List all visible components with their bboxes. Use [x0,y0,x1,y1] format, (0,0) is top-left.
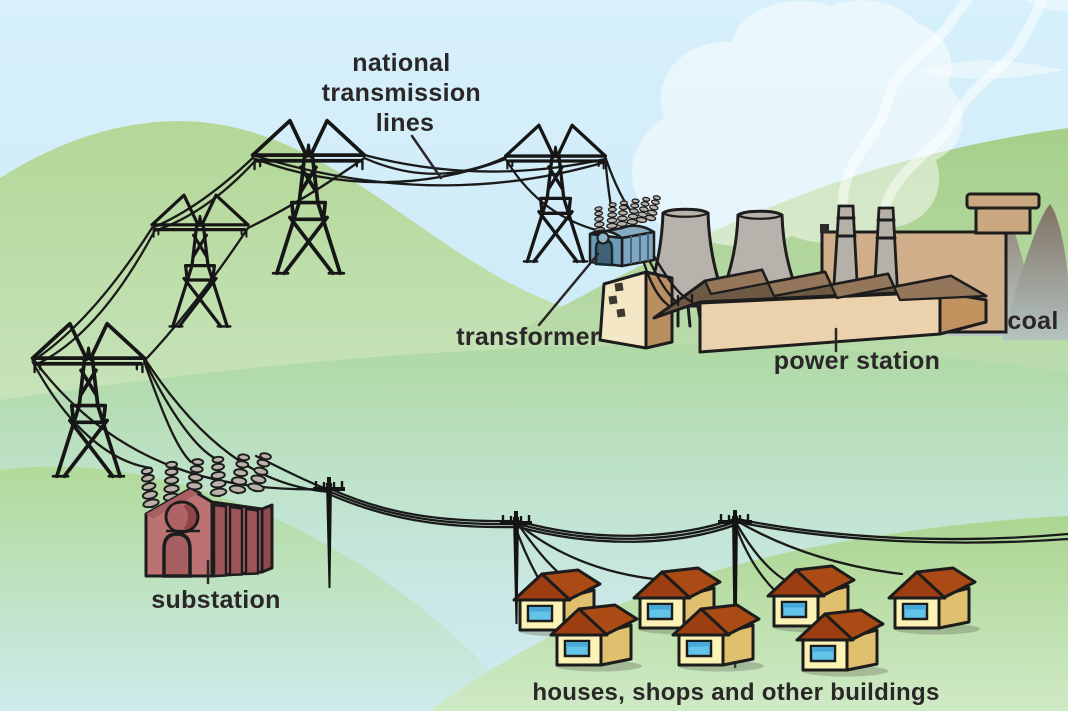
substation-panels [212,503,260,578]
main-boiler-building [652,268,988,354]
chimney-smoke-2 [881,0,1047,209]
power-station-illustration [598,192,1041,354]
substation-illustration [134,449,274,578]
rooftop-tank [965,192,1041,235]
sawtooth-roof-tops [703,268,988,302]
chimney-smoke-1 [837,0,973,213]
label-houses: houses, shops and other buildings [532,679,939,706]
auxiliary-building [598,270,674,350]
coal-mound-right [1002,204,1068,340]
hill-bottom-left [0,466,520,711]
transformer-illustration [588,193,662,268]
label-coal: coal [1007,307,1058,335]
label-national-transmission-lines: national transmission lines [322,49,488,137]
utility-pole-a [313,477,345,588]
pointer-transformer [537,252,600,327]
rooftop-vent [820,224,829,233]
label-transformer: transformer [456,323,600,351]
auxiliary-building-windows [608,282,626,318]
steam-plumes [632,0,1068,247]
label-pointers [206,134,838,585]
label-power-station: power station [774,347,940,375]
power-lines [31,153,1068,623]
steam-wisp-corner [1024,0,1068,11]
label-substation: substation [151,586,280,614]
pointer-transmission-lines [410,134,443,180]
cooling-tower-steam-cloud [632,0,963,247]
